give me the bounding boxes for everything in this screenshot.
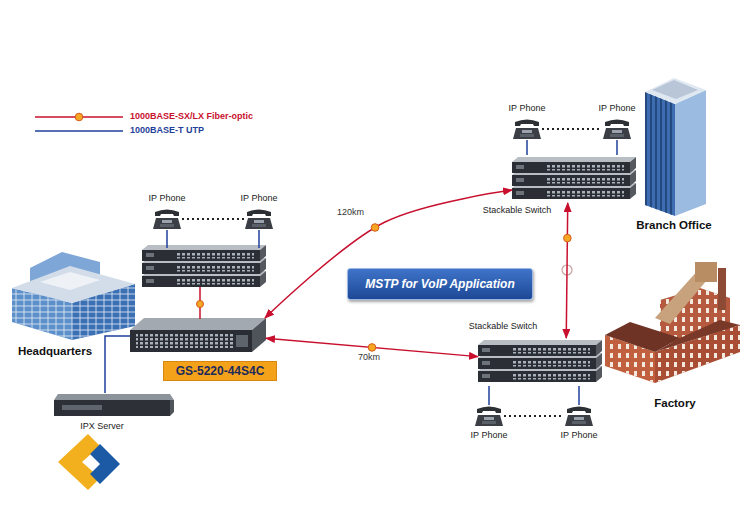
phone-dotted-link	[504, 415, 564, 417]
ip-phone-icon-part	[603, 120, 631, 140]
legend-sample	[35, 111, 125, 123]
ip-phone-icon	[153, 120, 631, 427]
stackable-switch: Stackable Switch	[478, 338, 602, 386]
stackable-switch-illustration	[478, 340, 602, 382]
distance-label: 70km	[358, 352, 380, 362]
fiber-link	[566, 203, 568, 338]
branch-office-building-part	[645, 78, 706, 104]
company-logo	[58, 434, 120, 490]
server-illustration-part	[54, 394, 174, 400]
device-label: IP Phone	[459, 430, 519, 441]
factory-building	[605, 262, 740, 383]
utp-link	[526, 140, 528, 155]
factory: Factory	[600, 262, 742, 382]
branch-office-building-part	[675, 90, 706, 216]
stackable-switch: Stackable Switch	[512, 155, 636, 203]
model-label: GS-5220-44S4C	[163, 361, 277, 381]
server-illustration-part	[62, 405, 102, 410]
device-label: IP Phone	[497, 103, 557, 114]
device-label: IP Phone	[587, 103, 647, 114]
server-illustration-part	[170, 400, 174, 416]
fiber-wire-part	[197, 301, 204, 308]
fiber-wire	[197, 287, 204, 319]
core-switch-illustration	[130, 318, 266, 352]
company-logo-part	[58, 434, 100, 490]
legend-dot	[75, 113, 83, 121]
server-illustration	[54, 394, 174, 416]
server-illustration-part	[54, 400, 170, 416]
site-label: Branch Office	[620, 218, 728, 232]
pbx-server: IPX Server	[52, 393, 172, 421]
company-logo-part	[90, 444, 120, 484]
utp-link	[488, 386, 490, 405]
stackable-switch-illustration-part	[142, 245, 266, 261]
utp-wire	[167, 230, 259, 248]
legend-text: 1000BASE-SX/LX Fiber-optic	[130, 111, 253, 122]
branch-office-building-part	[645, 92, 675, 216]
headquarters: Headquarters	[8, 245, 138, 340]
device-label: Stackable Switch	[448, 321, 558, 332]
ip-phone-icon-part	[245, 210, 273, 230]
branch-office-building-part	[645, 92, 675, 216]
stackable-switch-illustration	[142, 245, 266, 287]
core-switch-illustration-part	[130, 318, 266, 352]
ip-phone: IP Phone	[474, 405, 504, 427]
fiber-dot	[371, 224, 379, 232]
legend-line	[35, 130, 123, 132]
utp-wire-part	[258, 230, 260, 248]
device-label: Stackable Switch	[462, 205, 572, 216]
fiber-dot	[564, 234, 572, 242]
ip-phone-icon-part	[565, 407, 593, 427]
headquarters-building-part	[12, 266, 135, 303]
phone-dotted-link	[182, 218, 244, 220]
utp-link	[578, 386, 580, 405]
utp-link	[616, 140, 618, 155]
device-label: IPX Server	[62, 421, 142, 432]
utp-link	[105, 336, 130, 393]
branch-office: Branch Office	[640, 75, 708, 215]
ip-phone: IP Phone	[244, 208, 274, 230]
phone-dotted-link	[542, 128, 602, 130]
factory-building-part	[655, 320, 740, 352]
stackable-switch-illustration-part	[478, 340, 602, 356]
core-switch: GS-5220-44S4C	[130, 318, 266, 352]
site-label: Headquarters	[0, 344, 110, 358]
device-label: IP Phone	[229, 193, 289, 204]
branch-office-building	[645, 78, 706, 216]
utp-wire-part	[166, 230, 168, 248]
stackable-switch-illustration-part	[512, 157, 636, 173]
factory-building-part	[718, 268, 726, 310]
ip-phone-icon-part	[475, 407, 503, 427]
fiber-dot	[368, 344, 376, 352]
device-label: IP Phone	[137, 193, 197, 204]
ip-phone-icon-part	[153, 210, 181, 230]
legend-sample	[35, 125, 125, 137]
ip-phone: IP Phone	[602, 118, 632, 140]
title-banner: MSTP for VoIP Application	[347, 268, 533, 300]
factory-building-part	[695, 262, 717, 282]
branch-office-building-part	[652, 80, 698, 99]
headquarters-building	[12, 252, 135, 340]
distance-label: 120km	[337, 207, 364, 217]
banner-text: MSTP for VoIP Application	[347, 268, 533, 300]
headquarters-building-part	[40, 272, 100, 290]
ip-phone: IP Phone	[152, 208, 182, 230]
ip-phone: IP Phone	[512, 118, 542, 140]
ip-phone-icon-part	[513, 120, 541, 140]
stackable-switch-illustration	[512, 157, 636, 199]
ip-phone: IP Phone	[564, 405, 594, 427]
legend-text: 1000BASE-T UTP	[130, 125, 204, 136]
site-label: Factory	[620, 396, 730, 410]
connector-group	[105, 129, 617, 416]
device-label: IP Phone	[549, 430, 609, 441]
